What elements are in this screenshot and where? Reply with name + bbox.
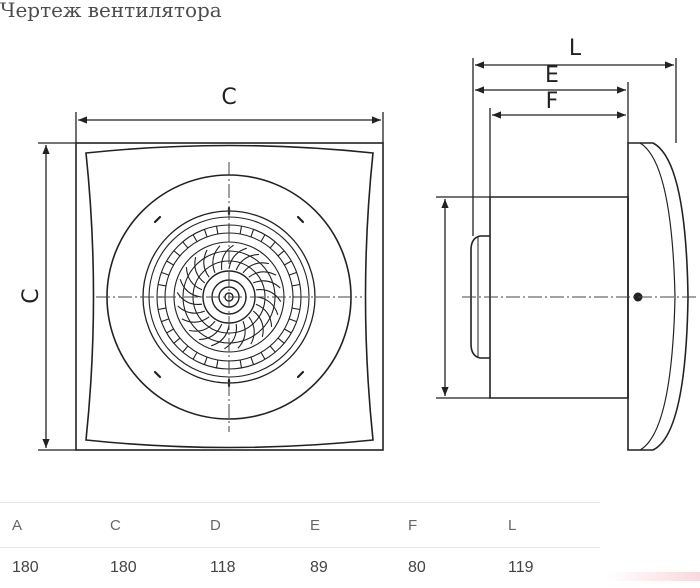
grille-slat	[284, 328, 292, 334]
side-e-dimension	[475, 82, 629, 143]
grille-slat	[161, 318, 170, 323]
grille-slat	[239, 359, 243, 368]
grille-slat	[239, 226, 243, 235]
table-value-cell: 180	[12, 559, 39, 576]
fan-blade	[242, 262, 270, 274]
fan-blade	[203, 249, 210, 278]
table-value-cell: 119	[508, 559, 534, 576]
fan-blade	[185, 267, 203, 291]
grille-slat	[158, 283, 167, 287]
grille-slat	[215, 359, 219, 368]
grille-slat	[182, 345, 189, 353]
table-header-cell: F	[408, 516, 418, 534]
grille-slat	[260, 234, 266, 242]
grille-slat	[173, 250, 181, 257]
fan-blade	[177, 305, 206, 314]
fan-blade	[199, 323, 223, 341]
grille-slat	[173, 337, 181, 344]
decorative-accent-bar	[607, 572, 700, 581]
grille-slat	[291, 283, 300, 287]
fan-blade	[248, 316, 255, 345]
fan-blade	[211, 324, 230, 347]
table-header-cell: C	[110, 516, 121, 534]
grille-slat	[182, 241, 189, 249]
front-height-label: C	[19, 288, 44, 303]
grille-slat	[192, 234, 198, 242]
grille-slat	[291, 307, 300, 311]
grille-slat	[203, 356, 208, 365]
fan-blade	[255, 288, 282, 302]
table-row: 180 180 118 89 80 119	[0, 547, 600, 588]
grille-slat	[269, 345, 276, 353]
table-value-cell: 118	[210, 559, 236, 576]
fan-blade	[252, 310, 264, 338]
fan-blade	[176, 292, 203, 306]
grille-slat	[288, 271, 297, 276]
dimensions-table: A C D E F L 180 180 118 89 80 119	[0, 502, 600, 588]
fan-blade	[179, 279, 202, 298]
grille-slat	[166, 260, 174, 266]
side-total-label: L	[569, 36, 582, 61]
fan-blade	[248, 271, 277, 278]
front-panel-curve	[85, 144, 374, 449]
fan-blade	[228, 247, 247, 270]
page-title: Чертеж вентилятора	[0, 0, 222, 22]
fan-blade	[256, 296, 279, 315]
fan-blade	[235, 253, 259, 271]
grille-slat	[260, 352, 266, 360]
fan-blade	[224, 323, 238, 350]
grille-slat	[250, 229, 255, 238]
table-value-cell: 89	[310, 559, 328, 576]
front-width-label: C	[221, 85, 236, 110]
grille-slat	[161, 271, 170, 276]
table-header-cell: L	[508, 516, 517, 534]
fan-blade	[255, 303, 273, 327]
grille-slat	[215, 226, 219, 235]
fan-blade	[194, 256, 206, 284]
grille-slat	[269, 241, 276, 249]
front-height-dimension	[38, 142, 76, 451]
fan-blade	[181, 316, 210, 323]
front-centerlines	[96, 162, 362, 432]
table-value-cell: 180	[110, 559, 137, 576]
table-header-cell: D	[210, 516, 221, 534]
grille-slat	[250, 356, 255, 365]
front-width-dimension	[75, 112, 384, 143]
grille-slat	[277, 337, 285, 344]
fan-blade	[220, 244, 234, 271]
grille-slat	[288, 318, 297, 323]
fan-blades	[157, 225, 301, 369]
fan-blade	[252, 280, 281, 289]
table-header-cell: E	[310, 516, 321, 534]
fan-drawing: C C L E F	[19, 36, 696, 451]
table-header-row: A C D E F L	[0, 502, 600, 547]
side-e-label: E	[545, 63, 559, 88]
grille-slat	[203, 229, 208, 238]
fan-blade	[212, 245, 221, 274]
grille-slat	[192, 352, 198, 360]
side-f-dimension	[489, 108, 626, 197]
table-value-cell: 80	[408, 559, 426, 576]
table-header-cell: A	[12, 516, 23, 534]
side-total-dimension	[472, 58, 677, 236]
side-f-label: F	[546, 89, 559, 114]
grille-slat	[284, 260, 292, 266]
front-outer-frame	[75, 142, 384, 451]
grille-slat	[277, 250, 285, 257]
fan-blade	[188, 320, 216, 332]
grille-slat	[166, 328, 174, 334]
side-height-dimension	[436, 196, 490, 399]
fan-blade	[237, 320, 246, 349]
grille-slat	[158, 307, 167, 311]
